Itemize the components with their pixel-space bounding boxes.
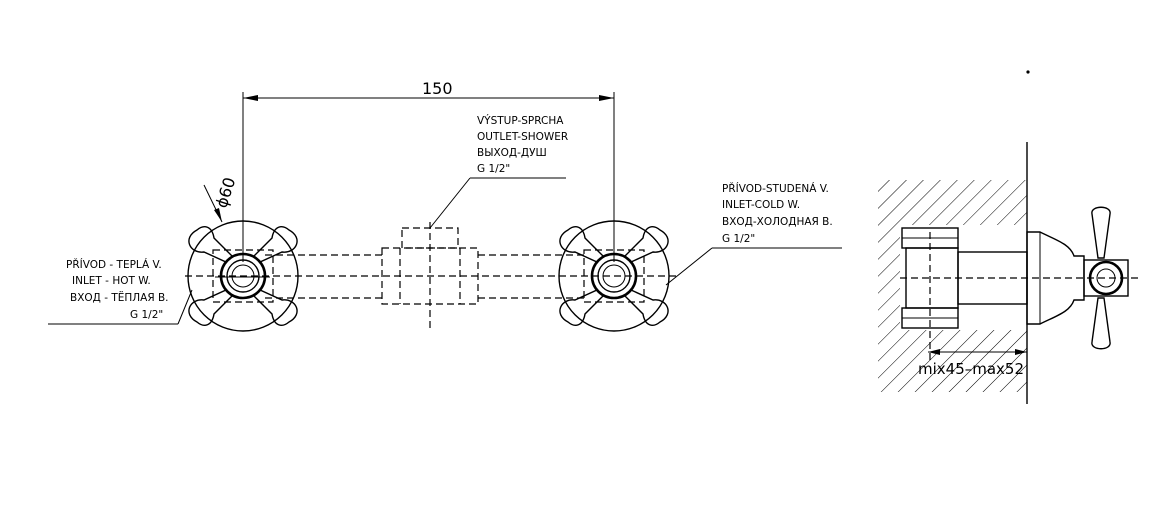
outlet-label-ru: ВЫХОД-ДУШ [477,147,547,159]
hot-label-ru: ВХОД - ТЁПЛАЯ В. [70,291,169,304]
dimension-150: 150 [242,79,615,262]
dimension-diameter: ϕ60 [203,175,240,223]
depth-dimension-text: mix45–max52 [918,360,1024,378]
hot-label-cz: PŘÍVOD - TEPLÁ V. [66,258,162,271]
cold-label-ru: ВХОД-ХОЛОДНАЯ В. [722,216,833,228]
cold-label-en: INLET-COLD W. [722,199,800,211]
outlet-label-en: OUTLET-SHOWER [477,131,568,143]
hot-inlet-label: PŘÍVOD - TEPLÁ V. INLET - HOT W. ВХОД - … [48,258,193,325]
cold-label-thread: G 1/2" [722,233,755,245]
hot-valve-handle [187,220,299,332]
cold-label-cz: PŘÍVOD-STUDENÁ V. [722,182,829,195]
outlet-label: VÝSTUP-SPRCHA OUTLET-SHOWER ВЫХОД-ДУШ G … [429,114,568,229]
cold-inlet-label: PŘÍVOD-STUDENÁ V. INLET-COLD W. ВХОД-ХОЛ… [665,182,842,286]
hot-label-en: INLET - HOT W. [72,275,151,287]
diameter-text: ϕ60 [212,175,240,210]
side-view: mix45–max52 [878,70,1140,404]
outlet-label-thread: G 1/2" [477,163,510,175]
hot-label-thread: G 1/2" [130,309,163,321]
dimension-150-text: 150 [422,79,453,98]
cold-valve-handle [558,220,670,332]
outlet-label-cz: VÝSTUP-SPRCHA [477,114,564,127]
